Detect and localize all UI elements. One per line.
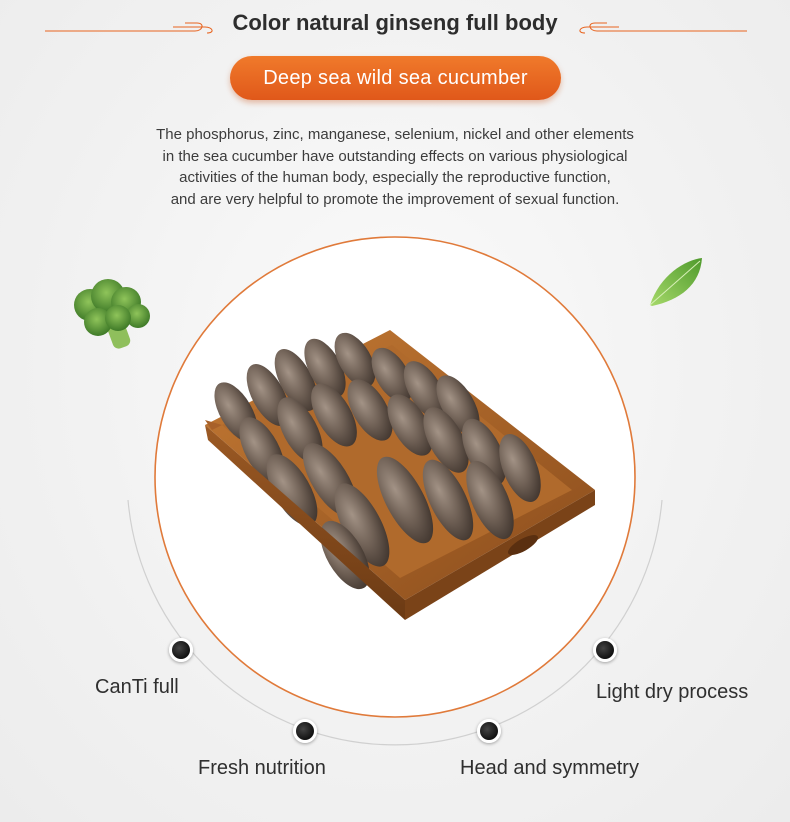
feature-light-dry-process: Light dry process	[596, 681, 749, 703]
description-line: in the sea cucumber have outstanding eff…	[162, 147, 628, 165]
page-title: Color natural ginseng full body	[232, 10, 558, 35]
description-line: The phosphorus, zinc, manganese, seleniu…	[156, 126, 634, 143]
broccoli-image	[74, 279, 150, 349]
feature-dot	[477, 719, 501, 743]
title-row: Color natural ginseng full body	[0, 6, 790, 40]
divider-right-icon	[579, 22, 747, 34]
sea-cucumber-tray-image	[205, 330, 595, 620]
feature-dot	[593, 638, 617, 662]
feature-dot	[293, 719, 317, 743]
description-line: and are very helpful to promote the impr…	[170, 190, 620, 208]
feature-canti-full: CanTi full	[95, 676, 179, 698]
divider-left-icon	[45, 22, 213, 34]
description-line: activities of the human body, especially…	[179, 169, 611, 186]
feature-head-and-symmetry: Head and symmetry	[460, 757, 639, 779]
subtitle-badge: Deep sea wild sea cucumber	[230, 56, 561, 100]
description: The phosphorus, zinc, manganese, seleniu…	[95, 124, 695, 210]
feature-dot	[169, 638, 193, 662]
leaf-image	[649, 258, 702, 306]
feature-fresh-nutrition: Fresh nutrition	[198, 757, 326, 779]
